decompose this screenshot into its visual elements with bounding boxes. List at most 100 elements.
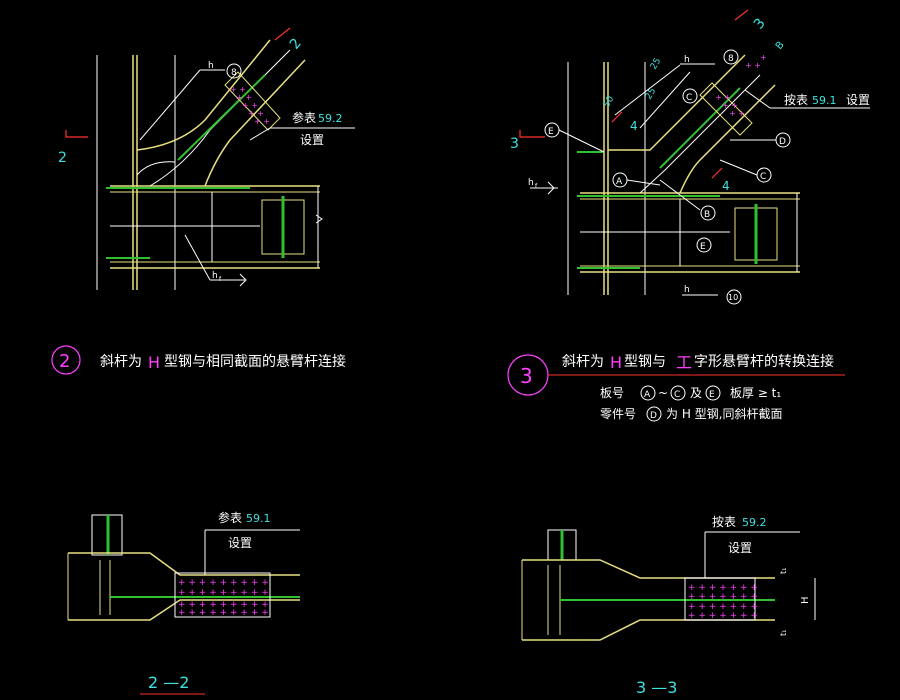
weld-h-bottom: h xyxy=(684,285,690,295)
note-ref: 59.1 xyxy=(246,512,271,525)
note-text-2: 设置 xyxy=(300,133,324,147)
weld-ref-top: 8 xyxy=(728,54,734,64)
note-text-2: 设置 xyxy=(846,93,870,107)
note-text-1: 参表 xyxy=(292,110,316,125)
weld-leader xyxy=(139,69,201,141)
detail-2-number-circle xyxy=(51,345,81,375)
section-4-mark-low xyxy=(711,167,723,179)
svg-text:E: E xyxy=(700,242,706,252)
weld-h-sub-bottom: f xyxy=(219,276,222,283)
section-label-left: 2 xyxy=(58,150,67,166)
svg-text:C: C xyxy=(760,172,766,182)
section-3-3-title: 3 —3 xyxy=(636,678,677,697)
note-b-D: D xyxy=(650,411,657,421)
dim-25-a: 25 xyxy=(649,57,663,72)
svg-text:E: E xyxy=(548,127,554,137)
weld-h-top: h xyxy=(684,55,690,65)
svg-text:B: B xyxy=(704,210,710,220)
detail-2-title-H: H xyxy=(148,353,160,372)
svg-text:+ + + + + + + + +: + + + + + + + + + xyxy=(178,608,269,618)
section-label-low: 4 xyxy=(722,179,730,193)
brace-splice-plate xyxy=(224,71,281,131)
detail-3-title-rest: 字形悬臂杆的转换连接 xyxy=(694,353,834,370)
svg-text:+ +: + + xyxy=(236,93,252,102)
note-b-circle-D xyxy=(646,406,662,422)
svg-text:+ + + + + + +: + + + + + + + xyxy=(688,602,758,612)
note-b-post: 为 H 型钢,同斜杆截面 xyxy=(666,407,782,421)
brace-web-plate xyxy=(177,74,266,161)
note-ref: 59.2 xyxy=(318,112,343,125)
break-mark xyxy=(315,214,323,224)
bolts-3-3: + + + + + + + + + + + + + + + + + + + + … xyxy=(688,583,758,621)
brace-bolts: + ++ ++ + + ++ xyxy=(715,53,767,118)
note-a-circle-A xyxy=(640,385,656,401)
brace-upper-flange xyxy=(608,54,746,151)
weld-h-label-bottom: h xyxy=(212,271,218,281)
section-2-mark-left xyxy=(65,130,88,138)
detail-2-title-rest: 型钢与相同截面的悬臂杆连接 xyxy=(164,353,346,370)
note-ref: 59.2 xyxy=(742,516,767,529)
note-text-2: 设置 xyxy=(728,541,752,555)
dim-t-top: t₁ xyxy=(779,568,788,574)
svg-text:+ +: + + xyxy=(745,61,761,70)
brace-splice-plate xyxy=(699,82,753,136)
section-4-mark xyxy=(611,111,623,123)
leader-E xyxy=(558,129,605,153)
detail-3-elevation: + ++ ++ + + ++ 3 3 4 4 50 25 25 B h 8 h … xyxy=(507,9,870,422)
note-a-tilde: ~ xyxy=(658,386,668,400)
svg-text:+ +: + + xyxy=(242,101,258,110)
weld-ref-circle-bottom xyxy=(726,289,742,305)
svg-text:A: A xyxy=(616,177,623,187)
brace-centerline xyxy=(639,74,761,194)
brace-web-plate xyxy=(659,87,741,169)
svg-text:+ + + + + + +: + + + + + + + xyxy=(688,611,758,621)
weld-ref-bottom: 10 xyxy=(728,293,738,302)
note-a-pre: 板号 xyxy=(600,386,624,400)
splice-zone xyxy=(684,577,756,621)
weld-ref-number: 8 xyxy=(231,68,237,78)
svg-text:+ +: + + xyxy=(254,117,270,126)
section-3-mark-top xyxy=(734,9,749,21)
leader-B xyxy=(659,179,701,211)
section-2-mark-top xyxy=(274,27,291,41)
part-label-text: A B C C D E E xyxy=(548,93,786,252)
section-label-left: 3 xyxy=(510,136,519,152)
beam-outline xyxy=(68,552,300,621)
svg-text:D: D xyxy=(779,137,786,147)
note-leader xyxy=(744,89,771,109)
note-b-pre: 零件号 xyxy=(600,407,636,421)
note-a-E: E xyxy=(709,390,715,400)
svg-text:+ +: + + xyxy=(248,109,264,118)
detail-3-title-H: H xyxy=(610,353,622,372)
weld-ref-circle xyxy=(226,63,242,79)
note-a-and: 及 xyxy=(690,386,702,400)
note-a-circle-E xyxy=(705,385,721,401)
detail-2-title-pre: 斜杆为 xyxy=(100,354,142,370)
detail-2-elevation: + ++ ++ + + ++ + 2 2 h 8 h f 参表 59.2 设置 … xyxy=(51,27,355,375)
weld-h-left: h xyxy=(528,178,534,188)
svg-text:+ + + + + + + + +: + + + + + + + + + xyxy=(178,578,269,588)
section-label-mid: 4 xyxy=(630,119,638,133)
detail-3-title-pre: 斜杆为 xyxy=(562,354,604,370)
section-2-2-title: 2 —2 xyxy=(148,673,189,692)
note-text-1: 按表 xyxy=(784,93,808,107)
splice-zone xyxy=(174,572,271,618)
note-a-circle-C xyxy=(670,385,686,401)
brace-bolts: + ++ ++ + + ++ + xyxy=(230,85,270,126)
brace-lower-flange xyxy=(204,59,306,187)
weld-leader-bottom xyxy=(184,234,211,281)
section-3-3-plan: + + + + + + + + + + + + + + + + + + + + … xyxy=(521,515,816,697)
svg-text:+ + + + + + + + +: + + + + + + + + + xyxy=(178,588,269,598)
weld-h-label: h xyxy=(208,61,214,71)
svg-text:C: C xyxy=(686,93,692,103)
note-text-2: 设置 xyxy=(228,536,252,550)
dim-H: H xyxy=(800,596,811,604)
brace-lower-flange xyxy=(679,84,776,194)
svg-text:+ +: + + xyxy=(729,109,745,118)
bolts-2-2: + + + + + + + + + + + + + + + + + + + + … xyxy=(178,578,269,618)
detail-3-title-mid: 型钢与 xyxy=(624,354,666,370)
section-2-2-plan: + + + + + + + + + + + + + + + + + + + + … xyxy=(67,510,300,695)
note-a-A: A xyxy=(644,390,651,400)
